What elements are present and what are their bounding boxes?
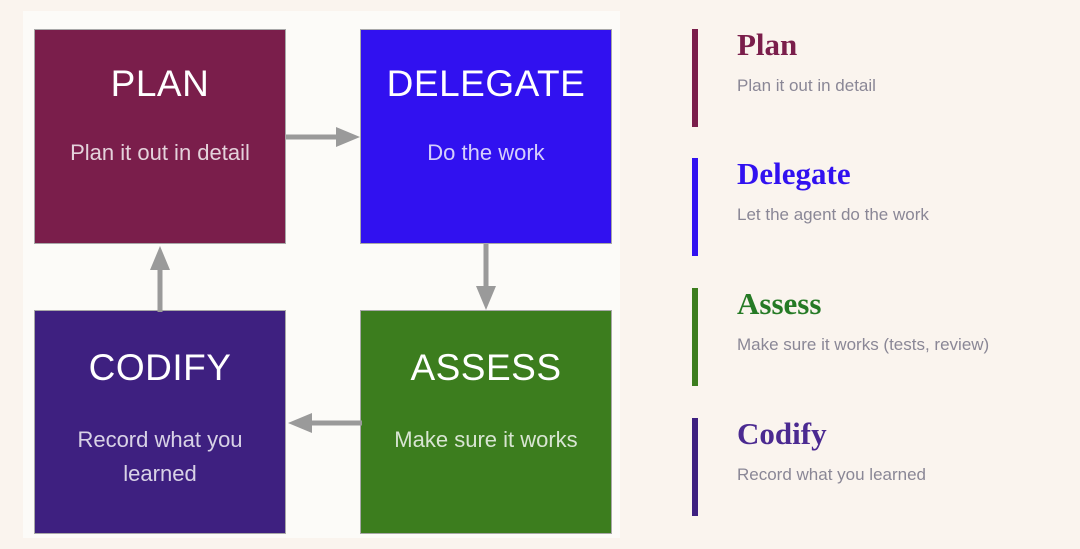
legend-item-assess[interactable]: Assess Make sure it works (tests, review… bbox=[692, 286, 1062, 386]
legend-description: Record what you learned bbox=[737, 464, 927, 484]
legend-description: Plan it out in detail bbox=[737, 75, 876, 95]
flow-box-title: ASSESS bbox=[410, 347, 562, 388]
flow-box-delegate[interactable]: DELEGATE Do the work bbox=[360, 29, 612, 244]
flow-box-description: Record what you learned bbox=[77, 427, 243, 487]
flow-box-title: DELEGATE bbox=[386, 63, 586, 104]
flow-box-description: Make sure it works bbox=[394, 427, 578, 452]
flow-box-title: PLAN bbox=[110, 63, 210, 104]
legend-text-group: Assess Make sure it works (tests, review… bbox=[737, 286, 990, 386]
flow-box-plan[interactable]: PLAN Plan it out in detail bbox=[34, 29, 286, 244]
flow-box-title: CODIFY bbox=[88, 347, 232, 388]
legend-color-bar bbox=[692, 158, 698, 256]
legend-item-plan[interactable]: Plan Plan it out in detail bbox=[692, 27, 1062, 127]
flow-box-codify[interactable]: CODIFY Record what you learned bbox=[34, 310, 286, 534]
arrow-assess-to-codify bbox=[288, 413, 362, 433]
legend-description: Make sure it works (tests, review) bbox=[737, 334, 990, 354]
arrow-delegate-to-assess bbox=[476, 244, 496, 310]
flow-box-description: Plan it out in detail bbox=[70, 140, 250, 165]
legend-description: Let the agent do the work bbox=[737, 204, 929, 224]
legend-item-codify[interactable]: Codify Record what you learned bbox=[692, 416, 1062, 516]
legend-color-bar bbox=[692, 288, 698, 386]
legend-text-group: Delegate Let the agent do the work bbox=[737, 156, 929, 256]
flow-box-description: Do the work bbox=[427, 140, 545, 165]
legend-heading: Plan bbox=[737, 27, 798, 62]
legend-heading: Codify bbox=[737, 416, 827, 451]
arrow-plan-to-delegate bbox=[286, 127, 360, 147]
legend-text-group: Codify Record what you learned bbox=[737, 416, 927, 516]
flow-box-assess[interactable]: ASSESS Make sure it works bbox=[360, 310, 612, 534]
legend-item-delegate[interactable]: Delegate Let the agent do the work bbox=[692, 156, 1062, 256]
legend-heading: Assess bbox=[737, 286, 822, 321]
legend-heading: Delegate bbox=[737, 156, 851, 191]
arrow-codify-to-plan bbox=[150, 246, 170, 312]
legend-color-bar bbox=[692, 418, 698, 516]
legend-text-group: Plan Plan it out in detail bbox=[737, 27, 876, 127]
diagram-panel: PLAN Plan it out in detail DELEGATE Do t… bbox=[23, 11, 620, 538]
legend-color-bar bbox=[692, 29, 698, 127]
legend-panel: Plan Plan it out in detail Delegate Let … bbox=[660, 0, 1080, 549]
